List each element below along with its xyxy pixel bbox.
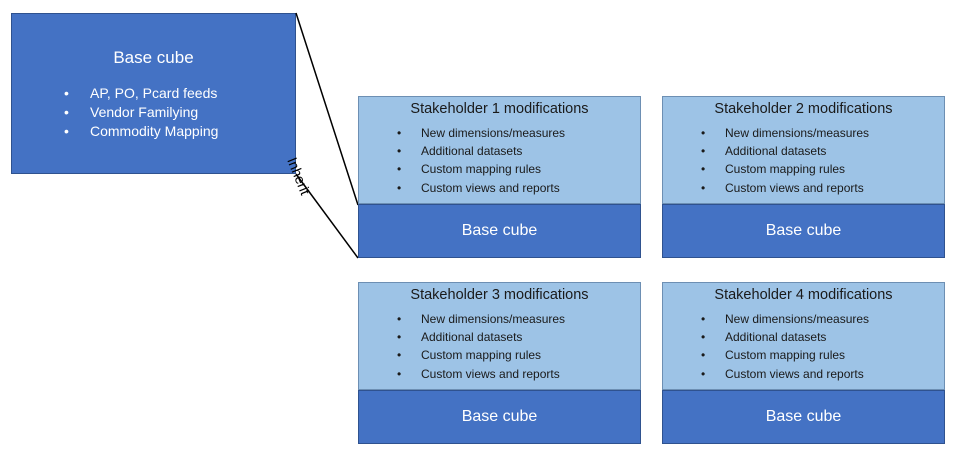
bullet-icon: • — [64, 123, 69, 139]
modification-label: Custom mapping rules — [725, 348, 846, 363]
bullet-icon: • — [64, 85, 69, 101]
modification-item: • Additional datasets — [701, 328, 869, 346]
modification-item: • New dimensions/measures — [397, 124, 565, 142]
modification-list: • New dimensions/measures • Additional dat… — [701, 310, 869, 383]
stakeholder-cube-4: Stakeholder 4 modifications • New dimensi… — [662, 282, 945, 444]
stakeholder-modifications-panel: Stakeholder 4 modifications • New dimensi… — [662, 282, 945, 390]
base-cube-item-label: Commodity Mapping — [90, 123, 219, 139]
stakeholder-base-cube: Base cube — [662, 204, 945, 258]
stakeholder-cube-1: Stakeholder 1 modifications • New dimensi… — [358, 96, 641, 258]
bullet-icon: • — [397, 180, 402, 195]
modification-item: • Custom mapping rules — [701, 160, 869, 178]
bullet-icon: • — [701, 180, 706, 195]
base-cube-list: • AP, PO, Pcard feeds • Vendor Familying •… — [64, 84, 218, 141]
modification-list: • New dimensions/measures • Additional dat… — [701, 124, 869, 197]
bullet-icon: • — [701, 366, 706, 381]
stakeholder-base-cube: Base cube — [358, 204, 641, 258]
modification-item: • Custom views and reports — [397, 365, 565, 383]
bullet-icon: • — [64, 104, 69, 120]
bullet-icon: • — [701, 312, 706, 326]
stakeholder-base-cube: Base cube — [662, 390, 945, 444]
base-cube-item: • Commodity Mapping — [64, 122, 218, 141]
inherit-label: Inherit — [284, 155, 314, 198]
modification-label: Custom mapping rules — [421, 348, 542, 363]
stakeholder-title: Stakeholder 1 modifications — [410, 101, 589, 117]
bullet-icon: • — [701, 162, 706, 177]
modification-item: • New dimensions/measures — [701, 310, 869, 328]
modification-label: Additional datasets — [725, 144, 827, 159]
modification-item: • Additional datasets — [701, 142, 869, 160]
base-cube-item: • AP, PO, Pcard feeds — [64, 84, 218, 103]
modification-label: Custom views and reports — [421, 180, 560, 195]
modification-item: • Custom mapping rules — [397, 346, 565, 364]
base-cube-item-label: Vendor Familying — [90, 104, 199, 120]
bullet-icon: • — [701, 348, 706, 363]
stakeholder-modifications-panel: Stakeholder 2 modifications • New dimensi… — [662, 96, 945, 204]
modification-item: • Custom views and reports — [701, 179, 869, 197]
modification-label: New dimensions/measures — [725, 312, 870, 326]
modification-item: • Custom mapping rules — [397, 160, 565, 178]
bullet-icon: • — [701, 144, 706, 159]
bullet-icon: • — [701, 330, 706, 345]
modification-label: Custom mapping rules — [725, 162, 846, 177]
modification-item: • New dimensions/measures — [701, 124, 869, 142]
bullet-icon: • — [397, 312, 402, 326]
bullet-icon: • — [397, 348, 402, 363]
modification-label: New dimensions/measures — [421, 126, 566, 140]
modification-item: • New dimensions/measures — [397, 310, 565, 328]
modification-label: Custom views and reports — [725, 366, 864, 381]
base-cube-box: Base cube • AP, PO, Pcard feeds • Vendor F… — [11, 13, 296, 174]
modification-label: New dimensions/measures — [421, 312, 566, 326]
bullet-icon: • — [397, 366, 402, 381]
base-cube-title: Base cube — [113, 48, 194, 67]
stakeholder-modifications-panel: Stakeholder 1 modifications • New dimensi… — [358, 96, 641, 204]
modification-list: • New dimensions/measures • Additional dat… — [397, 310, 565, 383]
bullet-icon: • — [397, 330, 402, 345]
modification-label: Custom views and reports — [421, 366, 560, 381]
modification-list: • New dimensions/measures • Additional dat… — [397, 124, 565, 197]
modification-label: Additional datasets — [421, 144, 523, 159]
stakeholder-title: Stakeholder 2 modifications — [714, 101, 893, 117]
stakeholder-modifications-panel: Stakeholder 3 modifications • New dimensi… — [358, 282, 641, 390]
stakeholder-base-cube: Base cube — [358, 390, 641, 444]
modification-label: Custom mapping rules — [421, 162, 542, 177]
bullet-icon: • — [701, 126, 706, 140]
bullet-icon: • — [397, 162, 402, 177]
modification-label: Additional datasets — [725, 330, 827, 345]
modification-item: • Additional datasets — [397, 142, 565, 160]
modification-item: • Custom views and reports — [397, 179, 565, 197]
modification-label: Custom views and reports — [725, 180, 864, 195]
base-cube-item: • Vendor Familying — [64, 103, 218, 122]
modification-item: • Additional datasets — [397, 328, 565, 346]
base-cube-item-label: AP, PO, Pcard feeds — [90, 85, 218, 101]
stakeholder-cube-2: Stakeholder 2 modifications • New dimensi… — [662, 96, 945, 258]
stakeholder-cube-3: Stakeholder 3 modifications • New dimensi… — [358, 282, 641, 444]
modification-label: New dimensions/measures — [725, 126, 870, 140]
bullet-icon: • — [397, 126, 402, 140]
modification-item: • Custom views and reports — [701, 365, 869, 383]
modification-item: • Custom mapping rules — [701, 346, 869, 364]
bullet-icon: • — [397, 144, 402, 159]
stakeholder-title: Stakeholder 4 modifications — [714, 287, 893, 303]
stakeholder-title: Stakeholder 3 modifications — [410, 287, 589, 303]
modification-label: Additional datasets — [421, 330, 523, 345]
